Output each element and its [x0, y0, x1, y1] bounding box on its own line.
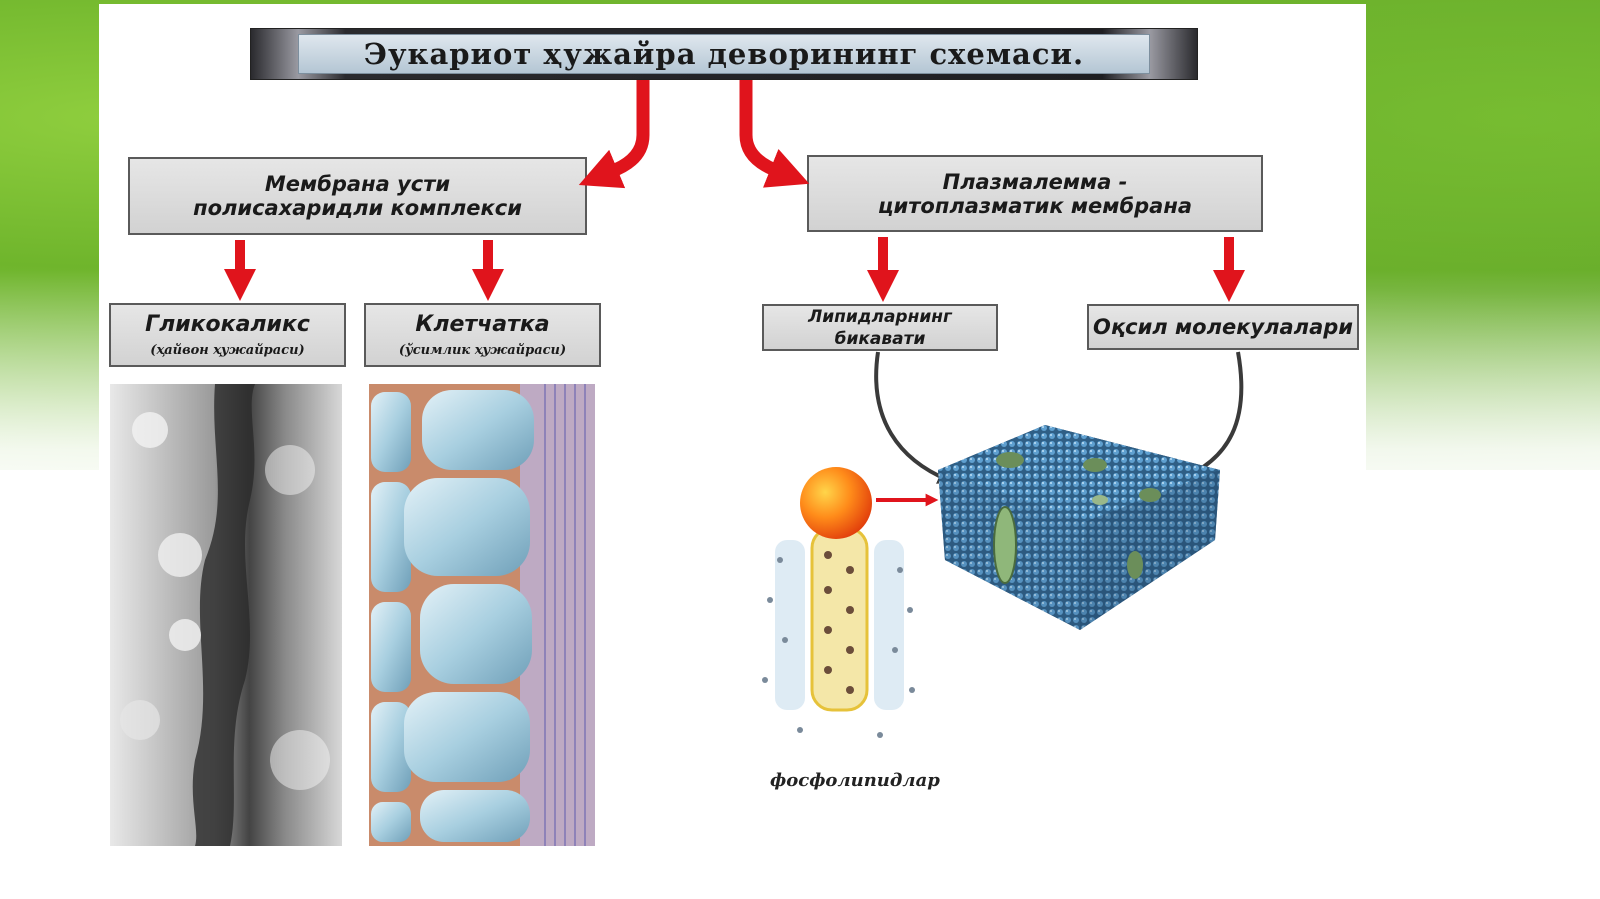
phospholipid-molecule — [762, 467, 915, 738]
cellulose-plant-cells — [369, 384, 595, 846]
arrow-protein-to-membrane — [1172, 351, 1244, 485]
node-plasmalemma: Плазмалемма - цитоплазматик мембрана — [807, 155, 1263, 232]
membrane-block — [938, 425, 1220, 630]
caption-phospholipids: фосфолипидлар — [770, 770, 940, 791]
node-plasmalemma-line2: цитоплазматик мембрана — [877, 193, 1193, 218]
title-panel: Эукариот ҳужайра деворининг схемаси. — [298, 34, 1150, 74]
node-plasmalemma-line1: Плазмалемма - — [942, 169, 1128, 194]
node-protein-molecules: Оқсил молекулалари — [1087, 304, 1359, 350]
node-glycocalyx-sub: (ҳайвон ҳужайраси) — [150, 343, 305, 358]
glycocalyx-micrograph — [110, 384, 342, 846]
node-cellulose-sub: (ўсимлик ҳужайраси) — [398, 343, 567, 358]
node-cellulose: Клетчатка (ўсимлик ҳужайраси) — [364, 303, 601, 367]
node-cellulose-label: Клетчатка — [415, 312, 550, 337]
node-glycocalyx: Гликокаликс (ҳайвон ҳужайраси) — [109, 303, 346, 367]
node-membrane-complex-line2: полисахаридли комплекси — [193, 196, 522, 220]
node-glycocalyx-label: Гликокаликс — [145, 312, 310, 337]
node-lipid-bilayer: Липидларнинг бикавати — [762, 304, 998, 351]
arrow-title-to-membrane-complex — [578, 80, 650, 189]
node-protein-molecules-label: Оқсил молекулалари — [1093, 315, 1353, 339]
arrow-title-to-plasmalemma — [739, 80, 810, 188]
node-lipid-bilayer-line1: Липидларнинг — [808, 306, 952, 327]
diagram-title: Эукариот ҳужайра деворининг схемаси. — [363, 37, 1085, 71]
node-lipid-bilayer-line2: бикавати — [834, 328, 926, 349]
title-bar: Эукариот ҳужайра деворининг схемаси. — [250, 28, 1198, 80]
arrow-lipid-to-membrane — [874, 351, 954, 484]
node-membrane-complex-line1: Мембрана усти — [264, 172, 451, 196]
node-membrane-complex: Мембрана усти полисахаридли комплекси — [128, 157, 587, 235]
